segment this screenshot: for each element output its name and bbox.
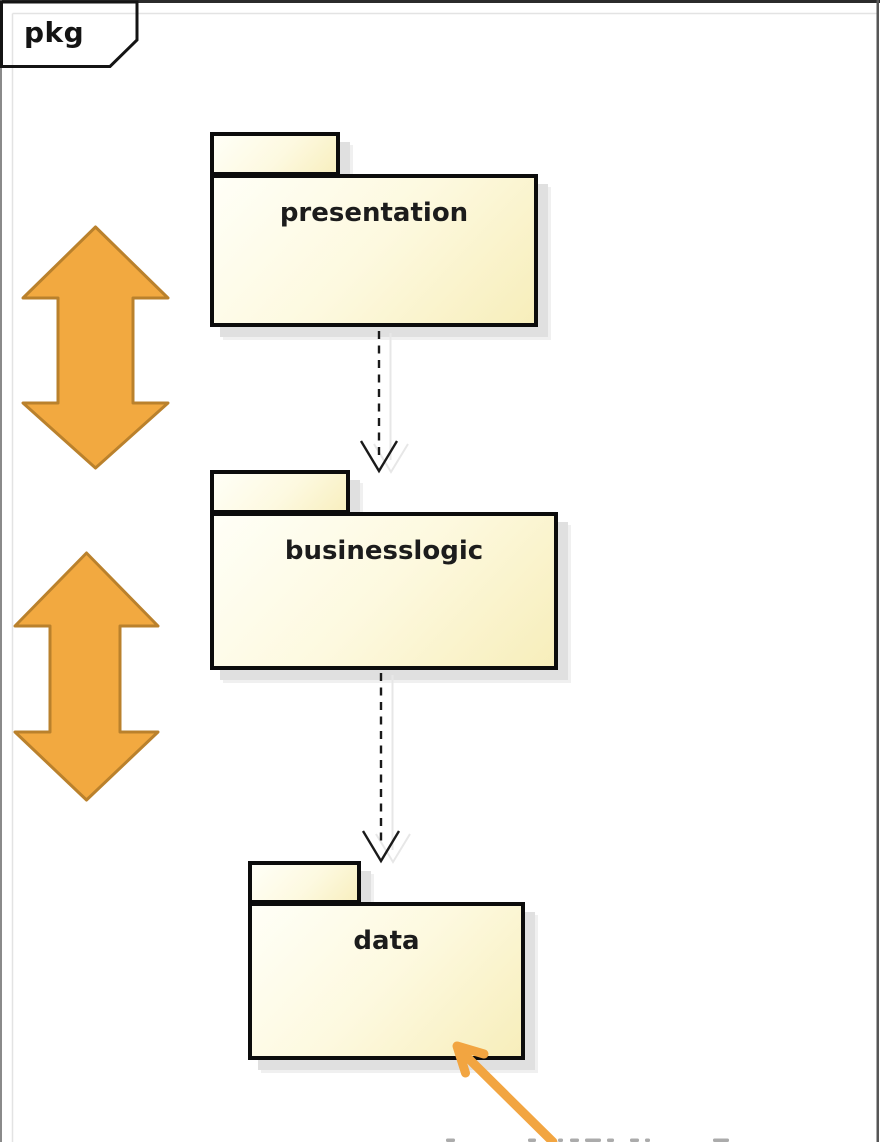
package-data-body: data	[248, 902, 525, 1060]
pointer-arrowhead-icon	[452, 1041, 489, 1078]
package-data[interactable]: data	[248, 861, 598, 1086]
open-arrowhead-icon	[361, 830, 401, 864]
package-presentation-tab	[210, 132, 340, 176]
frame-kind-label: pkg	[24, 16, 85, 49]
package-data-label: data	[353, 926, 420, 956]
package-businesslogic-body: businesslogic	[210, 512, 558, 670]
dependency-arrow-2-shadow	[375, 675, 411, 864]
double-arrow-1[interactable]	[21, 225, 170, 470]
frame-border-top	[0, 0, 880, 3]
package-businesslogic-label: businesslogic	[284, 536, 484, 566]
open-arrowhead-icon	[359, 440, 399, 474]
dependency-arrow-businesslogic-data[interactable]	[361, 673, 411, 864]
package-presentation-label: presentation	[279, 198, 469, 228]
frame-border-left	[0, 0, 2, 1142]
package-data-tab	[248, 861, 361, 904]
pointer-arrow-to-data[interactable]	[452, 1041, 558, 1142]
frame-border-right	[876, 0, 879, 1142]
double-arrow-2[interactable]	[13, 551, 160, 802]
dependency-arrow-presentation-businesslogic[interactable]	[359, 331, 409, 474]
package-presentation[interactable]: presentation	[210, 132, 610, 352]
cutoff-text-top-marks	[446, 1138, 729, 1142]
package-businesslogic[interactable]: businesslogic	[210, 470, 630, 695]
package-presentation-body: presentation	[210, 174, 538, 327]
package-businesslogic-tab	[210, 470, 350, 514]
